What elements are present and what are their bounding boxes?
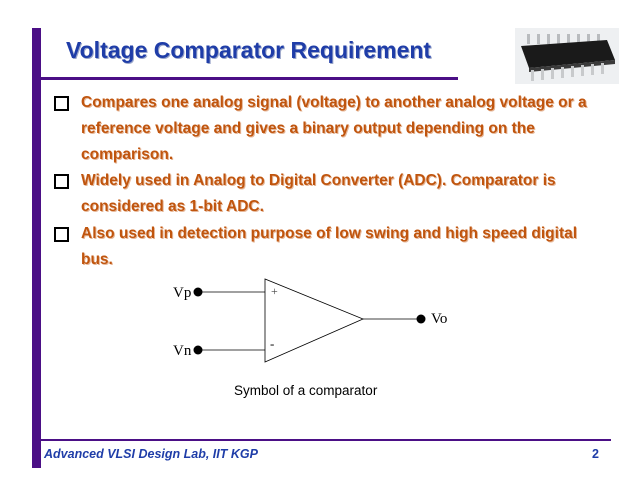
diagram-caption: Symbol of a comparator [234, 383, 378, 398]
vp-label: Vp [173, 285, 192, 301]
vp-terminal-dot [193, 287, 203, 297]
title-underline [41, 77, 458, 80]
checkbox-bullet-icon [54, 96, 69, 111]
bullet-text: Compares one analog signal (voltage) to … [81, 94, 587, 163]
vo-label: Vo [431, 311, 448, 327]
vn-label: Vn [173, 343, 192, 359]
plus-sign-label: + [271, 284, 278, 298]
checkbox-bullet-icon [54, 174, 69, 189]
vn-terminal-dot [193, 345, 203, 355]
bullet-text: Widely used in Analog to Digital Convert… [81, 172, 556, 215]
page-number: 2 [592, 447, 599, 461]
left-accent-bar [32, 28, 41, 468]
ic-chip-image [515, 28, 619, 84]
minus-sign-label: - [270, 336, 275, 351]
footer-lab-name: Advanced VLSI Design Lab, IIT KGP [44, 447, 258, 461]
checkbox-bullet-icon [54, 227, 69, 242]
vo-terminal-dot [416, 314, 426, 324]
footer-divider [41, 439, 611, 441]
slide-title: Voltage Comparator Requirement [66, 37, 432, 63]
bullet-text: Also used in detection purpose of low sw… [81, 225, 578, 268]
comparator-triangle [264, 278, 365, 363]
